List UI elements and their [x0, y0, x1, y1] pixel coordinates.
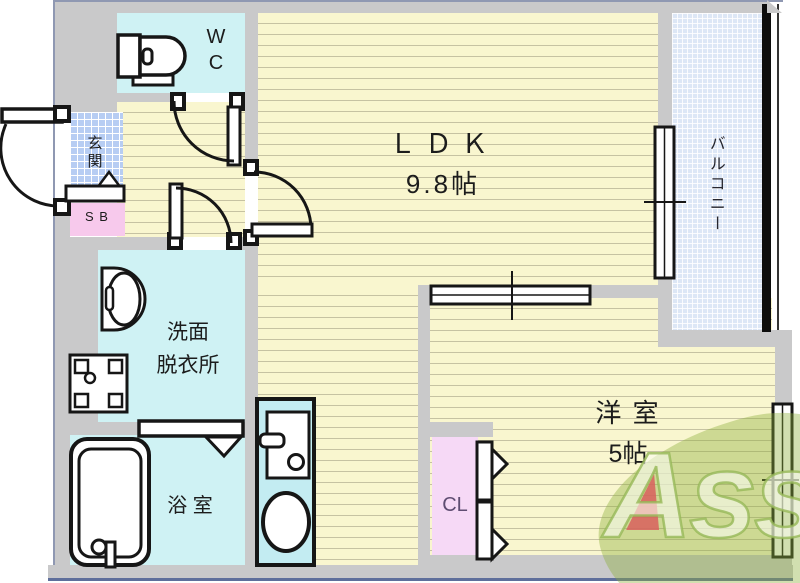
toilet-icon: [116, 33, 187, 87]
wall-top-band: [55, 2, 768, 13]
washroom-door: [167, 182, 242, 250]
washing-machine-pan-icon: [68, 353, 129, 414]
bath-folding-door: [137, 419, 245, 459]
balcony-window: [644, 125, 686, 280]
room-ldk-upper: [258, 13, 658, 285]
bath-label: 浴 室: [167, 495, 213, 517]
opening-wc: [186, 93, 229, 102]
washroom-label: 洗面 脱衣所: [133, 317, 243, 382]
closet-folding-doors: [475, 440, 510, 563]
outline-top: [53, 0, 783, 2]
entrance-label: 玄関: [85, 135, 103, 171]
ldk-label: ＬＤＫ 9.8帖: [368, 127, 518, 202]
wall-upper-left-block: [70, 13, 117, 112]
western-room-size: 5帖: [608, 439, 648, 468]
opening-entrance: [55, 123, 70, 198]
wc-label-line2: C: [208, 52, 224, 74]
entrance-door: [0, 105, 71, 216]
wall-center-vertical: [245, 250, 258, 565]
ldk-door: [243, 159, 314, 246]
entrance-step: [64, 169, 126, 203]
wall-closet-top: [418, 422, 493, 437]
room-entrance: [70, 112, 123, 188]
balcony-label: バルコニー: [706, 135, 724, 235]
opening-washroom: [183, 237, 226, 250]
bathtub-icon: [69, 437, 151, 569]
western-room-label: 洋 室 5帖: [553, 397, 703, 470]
wc-door: [170, 92, 245, 167]
wc-label-line1: W: [206, 26, 226, 48]
balcony-railing: [762, 0, 782, 332]
ldk-size: 9.8帖: [405, 169, 481, 200]
kitchen-unit-icon: [255, 397, 316, 567]
shoe-box-label: S B: [85, 209, 109, 224]
outline-left: [53, 0, 55, 567]
ldk-name: ＬＤＫ: [389, 129, 497, 159]
wall-wc-right: [245, 13, 258, 175]
shoe-box: [70, 203, 125, 236]
wall-bottom-band: [48, 565, 793, 581]
western-room-name: 洋 室: [595, 398, 661, 428]
wall-bottom-right: [418, 555, 792, 567]
wc-label: W C: [202, 24, 230, 76]
opening-ldk: [245, 176, 258, 230]
sliding-door: [429, 271, 592, 320]
washbasin-icon: [100, 266, 147, 332]
washroom-label-line2: 脱衣所: [156, 353, 220, 377]
balcony: [672, 13, 762, 330]
closet: [432, 437, 478, 557]
washroom-label-line1: 洗面: [167, 321, 209, 344]
wall-balcony-bottom: [658, 330, 792, 347]
closet-label: CL: [442, 494, 468, 516]
western-room-window: [762, 402, 799, 559]
